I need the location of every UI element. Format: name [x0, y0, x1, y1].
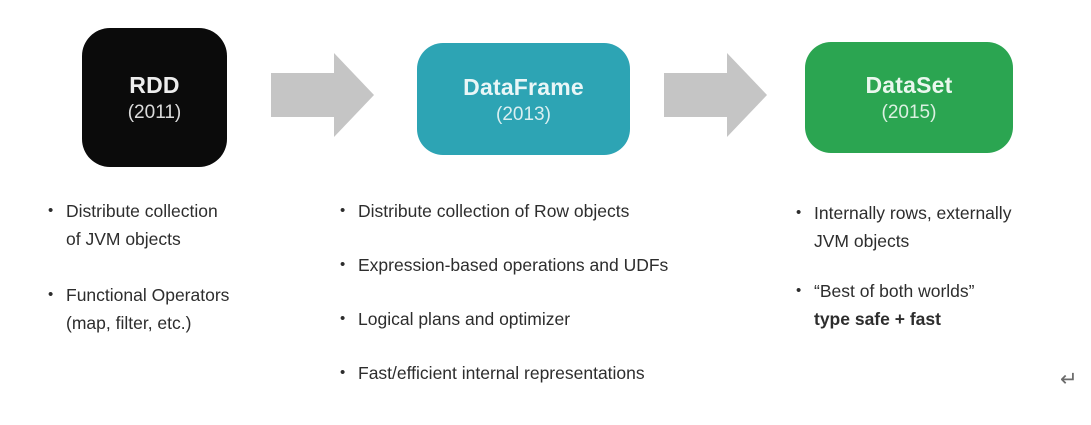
list-item: • Internally rows, externally JVM object…: [796, 199, 1086, 255]
return-arrow-icon: ↵: [1060, 368, 1078, 391]
right-arrow-shape: [664, 53, 767, 137]
bullet-line: type safe + fast: [814, 309, 941, 329]
node-rdd-title: RDD: [129, 72, 180, 98]
bullet-line: Distribute collection: [66, 201, 218, 221]
list-item: • Distribute collection of Row objects: [340, 197, 760, 225]
dataset-bullet-list: • Internally rows, externally JVM object…: [796, 199, 1086, 333]
list-item: • Expression-based operations and UDFs: [340, 251, 760, 279]
bullet-dot: •: [340, 364, 346, 381]
bullet-dot: •: [340, 310, 346, 327]
bullet-line: Distribute collection of Row objects: [358, 201, 630, 221]
bullet-dot: •: [796, 204, 802, 221]
list-item: • Logical plans and optimizer: [340, 305, 760, 333]
bullet-line: “Best of both worlds”: [814, 281, 975, 301]
right-arrow-shape: [271, 53, 374, 137]
node-rdd: RDD (2011): [82, 28, 227, 167]
right-arrow-icon: [664, 53, 767, 137]
bullet-line: Functional Operators: [66, 285, 230, 305]
bullet-dot: •: [340, 256, 346, 273]
bullet-line: Logical plans and optimizer: [358, 309, 571, 329]
node-dataset: DataSet (2015): [805, 42, 1013, 153]
bullet-dot: •: [340, 202, 346, 219]
bullet-line: Fast/efficient internal representations: [358, 363, 645, 383]
rdd-bullet-list: • Distribute collection of JVM objects •…: [48, 197, 298, 337]
node-dataframe-year: (2013): [496, 103, 551, 125]
list-item: • Fast/efficient internal representation…: [340, 359, 760, 387]
list-item: • “Best of both worlds” type safe + fast: [796, 277, 1086, 333]
node-dataset-title: DataSet: [865, 72, 953, 98]
node-rdd-year: (2011): [127, 102, 182, 123]
bullet-dot: •: [48, 286, 54, 303]
bullet-line: JVM objects: [814, 231, 910, 251]
bullet-line: Internally rows, externally: [814, 203, 1012, 223]
dataframe-bullet-list: • Distribute collection of Row objects •…: [340, 197, 760, 387]
bullet-line: Expression-based operations and UDFs: [358, 255, 669, 275]
bullet-dot: •: [796, 282, 802, 299]
bullet-dot: •: [48, 202, 54, 219]
list-item: • Distribute collection of JVM objects: [48, 197, 298, 253]
node-dataframe-title: DataFrame: [463, 73, 584, 100]
list-item: • Functional Operators (map, filter, etc…: [48, 281, 298, 337]
node-dataframe: DataFrame (2013): [417, 43, 630, 155]
right-arrow-icon: [271, 53, 374, 137]
node-dataset-year: (2015): [881, 102, 937, 123]
bullet-line: of JVM objects: [66, 229, 181, 249]
bullet-line: (map, filter, etc.): [66, 313, 192, 333]
